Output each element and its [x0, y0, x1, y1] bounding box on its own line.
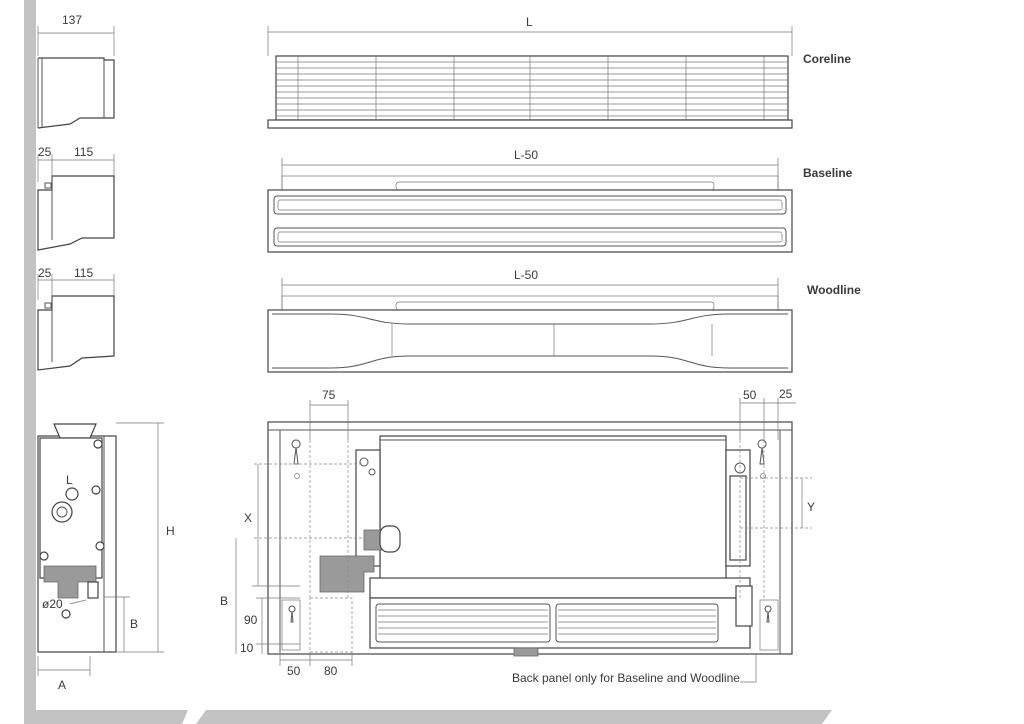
- dim-137: 137: [62, 13, 82, 27]
- dim-90: 90: [244, 613, 258, 627]
- front-view-woodline: L-50 Woodline: [267, 268, 861, 373]
- dim-h: H: [166, 524, 175, 538]
- internal-view: 75 50 25: [220, 387, 815, 685]
- dim-80: 80: [324, 664, 338, 678]
- page-frame: [24, 0, 832, 724]
- front-view-baseline: L-50 Baseline: [267, 148, 853, 253]
- dim-50-right: 50: [743, 388, 757, 402]
- dim-dia-20: ø20: [42, 597, 63, 611]
- side-view-baseline: 25 115: [37, 145, 115, 251]
- length-baseline: L-50: [514, 148, 538, 162]
- side-view-section: L H B ø20 A: [37, 422, 175, 692]
- dim-b-side: B: [130, 617, 138, 631]
- length-coreline: L: [526, 15, 533, 29]
- dim-a: A: [58, 678, 66, 692]
- back-panel-note: Back panel only for Baseline and Woodlin…: [512, 671, 740, 685]
- length-woodline: L-50: [514, 268, 538, 282]
- dim-25-baseline: 25: [38, 145, 52, 159]
- dim-x: X: [244, 511, 252, 525]
- dim-25-woodline: 25: [38, 266, 52, 280]
- dim-115-woodline: 115: [74, 266, 93, 280]
- label-woodline: Woodline: [807, 283, 861, 297]
- side-view-woodline: 25 115: [37, 266, 115, 371]
- front-view-coreline: L Coreline: [267, 15, 851, 129]
- marker-l: L: [66, 473, 73, 487]
- dim-10: 10: [240, 641, 254, 655]
- label-baseline: Baseline: [803, 166, 853, 180]
- dim-115-baseline: 115: [74, 145, 93, 159]
- dim-y: Y: [807, 500, 815, 514]
- dim-25-right: 25: [779, 387, 793, 401]
- label-coreline: Coreline: [803, 52, 851, 66]
- dim-b-internal: B: [220, 594, 228, 608]
- dim-50-bottom: 50: [287, 664, 301, 678]
- dim-75: 75: [322, 388, 336, 402]
- side-view-coreline: 137: [37, 13, 115, 129]
